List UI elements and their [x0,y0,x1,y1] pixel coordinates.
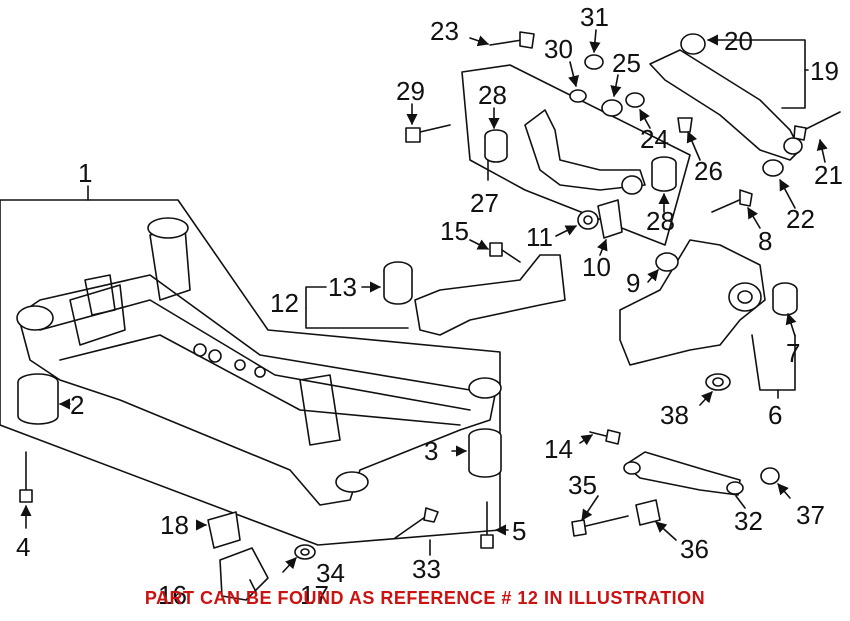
callout-13: 13 [328,272,357,302]
callout-9: 9 [626,268,640,298]
lower-arm-19 [649,33,803,161]
upper-arm-group-outline [461,64,691,246]
callout-20: 20 [724,26,753,56]
callout-37: 37 [796,500,825,530]
bushing-28b [651,156,677,192]
bolt-21 [793,111,841,141]
bushing-28a [484,129,508,163]
callout-23: 23 [430,16,459,46]
bolt-15 [489,242,521,263]
callout-18: 18 [160,510,189,540]
footer-note: PART CAN BE FOUND AS REFERENCE # 12 IN I… [144,588,706,608]
callout-25: 25 [612,48,641,78]
callout-24: 24 [640,124,669,154]
callout-14: 14 [544,434,573,464]
washer-37 [760,467,780,485]
bolt-33 [394,507,439,539]
bracket-16 [219,547,269,601]
callout-1: 1 [78,158,92,188]
callout-19: 19 [810,56,839,86]
callout-2: 2 [70,390,84,420]
bushing-11 [577,210,599,230]
bolt-26 [677,117,693,133]
nut-31 [584,54,604,70]
callout-38: 38 [660,400,689,430]
knuckle-6 [619,239,766,366]
bracket-36 [635,499,661,526]
nut-34 [294,544,316,560]
bolt-14 [589,429,621,445]
bushing-7 [772,282,798,316]
nut-22 [762,159,784,177]
link-32 [623,451,744,496]
callout-12: 12 [270,288,299,318]
callout-32: 32 [734,506,763,536]
washer-24 [625,92,645,108]
bushing-38 [705,373,731,391]
bolt-35 [571,515,629,537]
callout-11: 11 [526,222,553,252]
leader-lines [20,29,828,593]
bolt-23 [489,31,535,49]
callout-27: 27 [470,188,499,218]
seal-9 [655,252,679,272]
callout-16: 16 [158,580,187,610]
bushing-2 [17,373,59,425]
mount-18 [207,511,241,549]
rear-subframe [16,217,502,506]
callout-5: 5 [512,516,526,546]
bolt-4 [19,451,33,503]
callout-30: 30 [544,34,573,64]
callout-7: 7 [786,338,800,368]
washer-30 [569,89,587,103]
upper-arm-27 [524,109,646,195]
callout-28-lower: 28 [646,206,675,236]
callout-29: 29 [396,76,425,106]
callout-22: 22 [786,204,815,234]
callout-34: 34 [316,558,345,588]
callout-35: 35 [568,470,597,500]
bolt-5 [480,501,494,549]
bushing-3 [468,428,502,478]
callout-33: 33 [412,554,441,584]
callout-labels: 1 2 3 4 5 6 7 8 9 10 11 12 13 14 15 16 1… [16,2,843,610]
callout-28-upper: 28 [478,80,507,110]
nut-25 [601,99,623,117]
bracket-10 [597,199,623,239]
callout-15: 15 [440,216,469,246]
callout-3: 3 [424,436,438,466]
callout-8: 8 [758,226,772,256]
callout-17: 17 [300,580,329,610]
bushing-13 [383,261,413,305]
callout-36: 36 [680,534,709,564]
bolt-8 [711,189,753,213]
callout-6: 6 [768,400,782,430]
callout-4: 4 [16,532,30,562]
callout-21: 21 [814,160,843,190]
callout-31: 31 [580,2,609,32]
trailing-arm-12 [414,254,566,336]
callout-26: 26 [694,156,723,186]
callout-10: 10 [582,252,611,282]
bolt-29 [405,124,451,143]
